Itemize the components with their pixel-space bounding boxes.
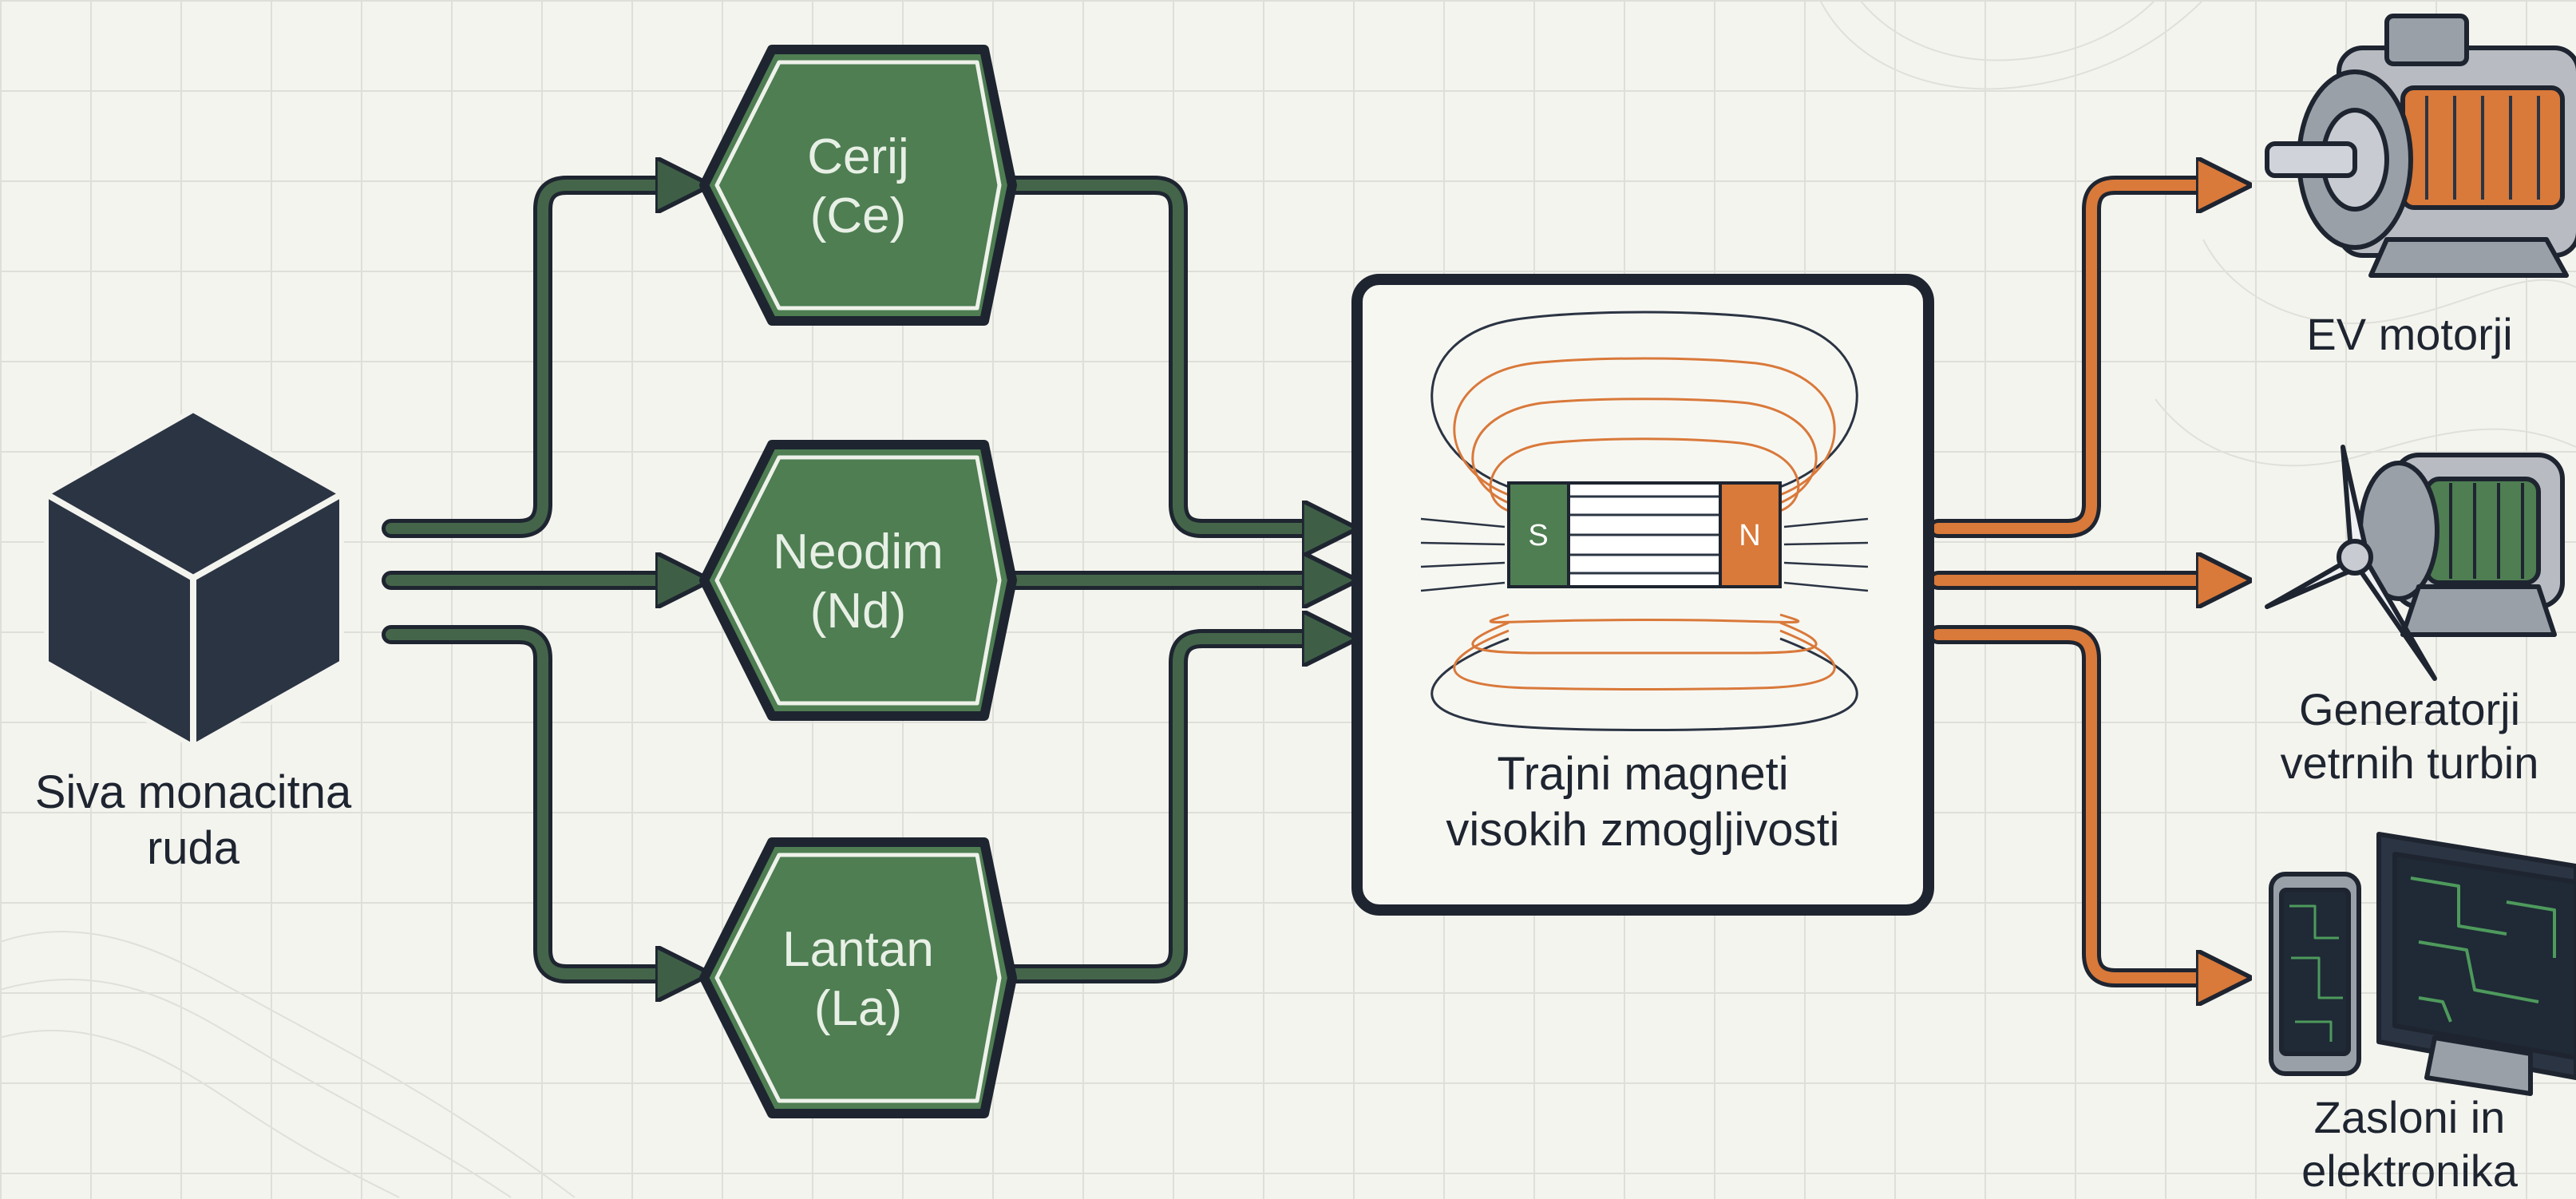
north-pole-label: N — [1739, 519, 1760, 552]
south-pole — [1507, 481, 1570, 588]
ore-label: Siva monacitna ruda — [34, 766, 352, 874]
application-label-wind-generators: Generatorji vetrnih turbin — [2280, 684, 2539, 789]
ore-to-element-arrows — [382, 185, 694, 974]
element-label-neodymium: Neodim (Nd) — [714, 523, 1002, 642]
magnet-label: Trajni magneti visokih zmogljivosti — [1446, 748, 1840, 856]
element-name: Cerij — [807, 129, 909, 184]
element-name: Lantan — [782, 922, 934, 977]
arrow-magnet-to-displays — [1929, 625, 2235, 978]
monitor — [2376, 832, 2576, 1096]
application-label-displays: Zasloni in elektronika — [2301, 1092, 2518, 1197]
electric-motor-icon — [2265, 14, 2576, 278]
arrow-ore-to-cerium — [382, 185, 694, 538]
phone — [2269, 872, 2361, 1076]
element-hexagon-neodymium — [699, 440, 1017, 721]
element-label-cerium: Cerij (Ce) — [714, 128, 1002, 247]
bar-magnet: S N — [1507, 481, 1782, 588]
application-label-ev-motors: EV motorji — [2306, 309, 2513, 359]
phone-monitor-icon — [2269, 832, 2576, 1096]
south-pole-label: S — [1528, 519, 1548, 552]
arrow-cerium-to-magnet — [1004, 176, 1341, 528]
element-hexagon-lanthanum — [699, 837, 1017, 1118]
element-name: Neodim — [773, 524, 944, 580]
magnet-to-application-arrows — [1929, 185, 2235, 978]
element-to-magnet-arrows — [1004, 176, 1341, 983]
arrow-ore-to-lanthanum — [382, 625, 694, 974]
element-symbol: (Nd) — [809, 584, 907, 639]
arrow-magnet-to-ev-motors — [1929, 185, 2235, 538]
magnet-box — [1351, 274, 1934, 916]
bar-magnet-field-icon — [1420, 311, 1869, 731]
element-symbol: (Ce) — [809, 188, 907, 244]
element-symbol: (La) — [813, 981, 903, 1037]
element-label-lanthanum: Lantan (La) — [714, 920, 1002, 1039]
arrow-lanthanum-to-magnet — [1004, 639, 1341, 983]
wind-turbine-generator-icon — [2265, 445, 2565, 681]
element-hexagon-cerium — [699, 45, 1017, 326]
north-pole — [1719, 481, 1782, 588]
cube-icon — [44, 408, 344, 749]
